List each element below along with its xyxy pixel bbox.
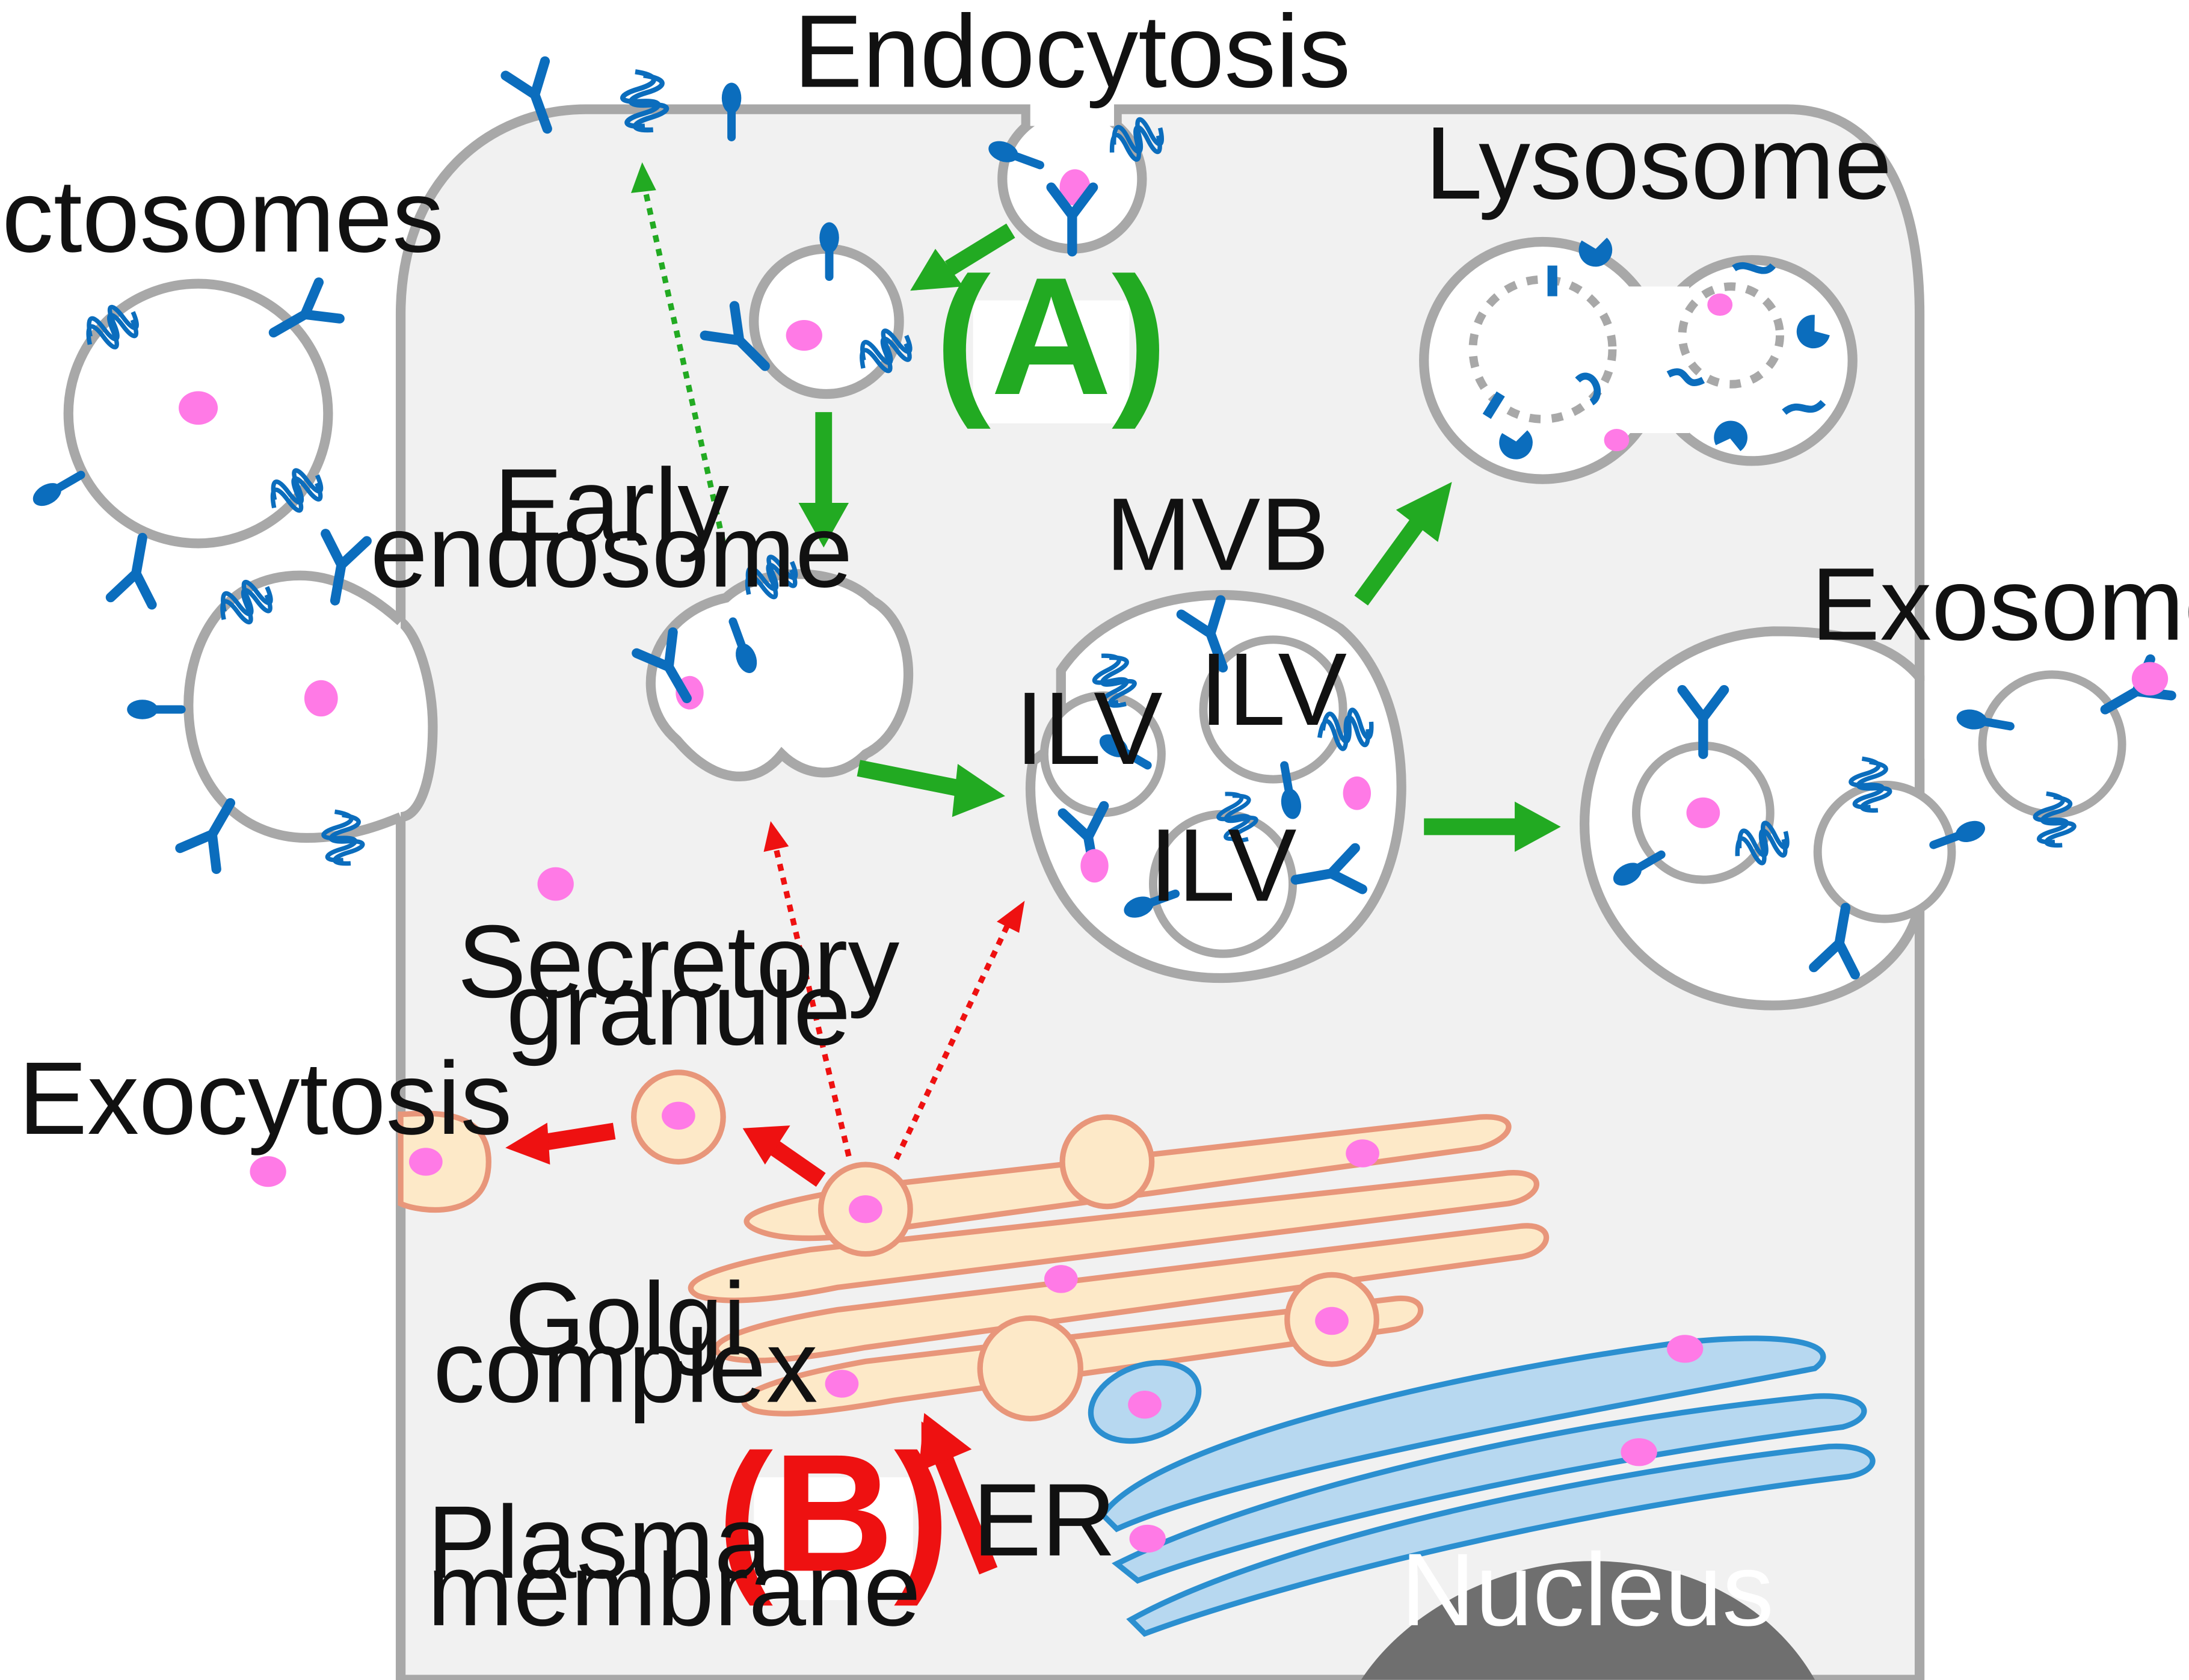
exocytosis-vesicle	[398, 1110, 491, 1213]
label-exocytosis: Exocytosis	[19, 1041, 513, 1156]
label-er: ER	[973, 1463, 1116, 1578]
label-exosomes: Exosomes	[1811, 547, 2189, 662]
secretory-granule	[630, 1069, 726, 1165]
label-early-endosome-1: Early	[494, 448, 729, 563]
label-golgi-2: complex	[433, 1309, 817, 1424]
label-ectosomes: Ectosomes	[0, 159, 444, 274]
pathway-b-arrows	[505, 1122, 998, 1575]
cargo-dot	[250, 1156, 286, 1187]
label-endocytosis: Endocytosis	[793, 0, 1350, 109]
exosome-release-pocket	[1579, 626, 1988, 1011]
ilv-vesicle-2	[1199, 635, 1347, 784]
label-pathway-a: (A)	[935, 243, 1168, 431]
recycling-arrow	[630, 162, 726, 543]
label-golgi-1: Golgi	[505, 1262, 746, 1377]
label-nucleus: Nucleus	[1401, 1533, 1774, 1648]
label-ilv-2: ILV	[1199, 632, 1347, 747]
label-early-endosome-2: endosome	[371, 494, 853, 609]
label-ilv-1: ILV	[1015, 671, 1163, 786]
endocytic-vesicle	[705, 223, 917, 399]
label-secretory-granule-2: granule	[506, 952, 851, 1066]
pathway-a-box	[973, 300, 1130, 423]
ectosomes	[29, 282, 404, 869]
pathway-a-arrows	[798, 223, 1561, 852]
label-plasma-membrane-2: membrane	[427, 1533, 921, 1648]
multivesicular-body	[1025, 590, 1406, 983]
label-lysosome: Lysosome	[1425, 106, 1892, 221]
released-exosome	[1955, 659, 2172, 849]
label-pathway-b: (B)	[717, 1420, 950, 1607]
label-secretory-granule-1: Secretory	[457, 905, 899, 1020]
endoplasmic-reticulum	[1088, 1335, 1876, 1637]
nucleus	[1361, 1561, 1815, 1680]
golgi-complex	[688, 1114, 1550, 1422]
endocytic-pit	[985, 97, 1168, 251]
cargo-dot	[537, 867, 574, 901]
trafficking-dotted-arrows	[763, 821, 1025, 1160]
label-plasma-membrane-1: Plasma	[427, 1485, 772, 1600]
lysosome	[1419, 236, 1858, 484]
pathway-b-box	[754, 1477, 913, 1601]
label-ilv-3: ILV	[1150, 808, 1297, 923]
early-endosome	[636, 549, 914, 782]
label-mvb: MVB	[1106, 477, 1329, 592]
